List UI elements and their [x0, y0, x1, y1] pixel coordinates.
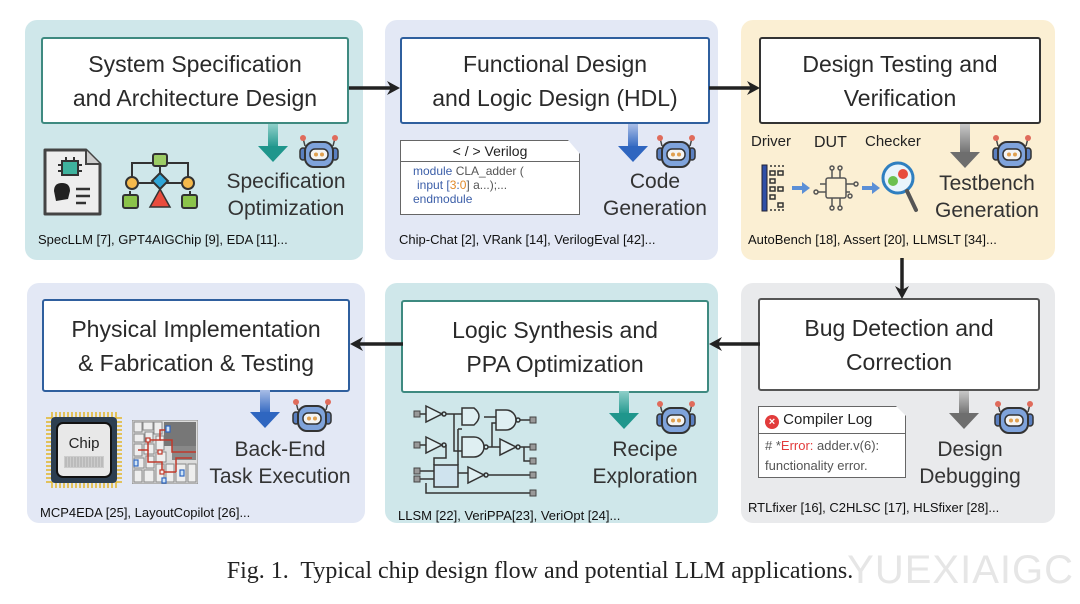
refs-synth: LLSM [22], VeriPPA[23], VeriOpt [24]... — [398, 508, 621, 523]
driver-label: Driver — [751, 133, 791, 150]
watermark: YUEXIAIGC — [847, 548, 1074, 592]
refs-physical: MCP4EDA [25], LayoutCopilot [26]... — [40, 505, 251, 520]
stage-title-line1: Physical Implementation — [71, 315, 321, 342]
refs-verify: AutoBench [18], Assert [20], LLMSLT [34]… — [748, 232, 997, 247]
robot-icon — [656, 401, 696, 434]
down-arrow-icon — [250, 390, 280, 428]
down-arrow-icon — [258, 124, 288, 162]
driver-icon — [761, 164, 786, 212]
stage-title-line2: PPA Optimization — [466, 350, 644, 377]
error-circle-icon: × — [765, 415, 779, 429]
robot-icon — [992, 135, 1032, 168]
architecture-tree-icon — [122, 153, 198, 209]
compiler-log-header: × Compiler Log — [759, 407, 905, 434]
logic-circuit-icon — [413, 404, 537, 497]
stage-spec: System Specification and Architecture Des… — [41, 37, 349, 124]
robot-icon — [994, 401, 1034, 434]
stage-title-line2: and Logic Design (HDL) — [432, 84, 678, 111]
verilog-code-box: < / > Verilog module CLA_adder ( input [… — [400, 140, 580, 215]
small-arrow-icon — [862, 182, 880, 194]
stage-title-line2: and Architecture Design — [72, 84, 318, 111]
stage-title-line2: Correction — [845, 348, 953, 375]
stage-title-line2: Verification — [843, 84, 957, 111]
checker-label: Checker — [865, 133, 921, 150]
verilog-header: < / > Verilog — [401, 141, 579, 162]
down-arrow-icon — [618, 124, 648, 162]
flow-arrow-verify-to-debug — [895, 258, 909, 299]
verilog-code: module CLA_adder ( input [3:0] a...);...… — [413, 164, 524, 206]
stage-title-line1: Functional Design — [462, 50, 648, 77]
flow-arrow-synth-to-physical — [350, 337, 403, 351]
refs-debug: RTLfixer [16], C2HLSC [17], HLSfixer [28… — [748, 500, 1000, 515]
refs-spec: SpecLLM [7], GPT4AIGChip [9], EDA [11]..… — [38, 232, 288, 247]
flow-arrow-hdl-to-verify — [709, 81, 760, 95]
stage-title-line1: Bug Detection and — [804, 314, 994, 341]
checker-magnifier-icon — [881, 161, 918, 212]
down-arrow-icon — [950, 124, 980, 168]
figure-caption: Fig. 1. Typical chip design flow and pot… — [226, 558, 854, 584]
stage-hdl: Functional Design and Logic Design (HDL) — [400, 37, 710, 124]
stage-title-line1: Logic Synthesis and — [452, 316, 658, 343]
stage-physical: Physical Implementation & Fabrication & T… — [42, 299, 350, 392]
robot-icon — [299, 135, 339, 168]
chip-label: Chip — [69, 435, 100, 452]
down-arrow-icon — [949, 391, 979, 429]
chip-icon: Chip — [46, 412, 122, 488]
dut-label: DUT — [814, 134, 847, 151]
stage-title-line2: & Fabrication & Testing — [77, 349, 315, 376]
layout-floorplan-icon — [132, 420, 198, 484]
robot-icon — [656, 135, 696, 168]
stage-title-line1: Design Testing and — [802, 50, 998, 77]
refs-hdl: Chip-Chat [2], VRank [14], VerilogEval [… — [399, 232, 656, 247]
stage-title-line1: System Specification — [88, 50, 302, 77]
flow-arrow-debug-to-synth — [709, 337, 760, 351]
robot-icon — [292, 399, 332, 432]
dut-chip-icon — [813, 165, 859, 211]
compiler-log-box: × Compiler Log # *Error: adder.v(6): fun… — [758, 406, 906, 478]
flow-arrow-spec-to-hdl — [349, 81, 400, 95]
spec-document-icon — [43, 148, 102, 216]
small-arrow-icon — [792, 182, 810, 194]
compiler-log-body: # *Error: adder.v(6): functionality erro… — [765, 438, 880, 473]
down-arrow-icon — [609, 391, 639, 429]
